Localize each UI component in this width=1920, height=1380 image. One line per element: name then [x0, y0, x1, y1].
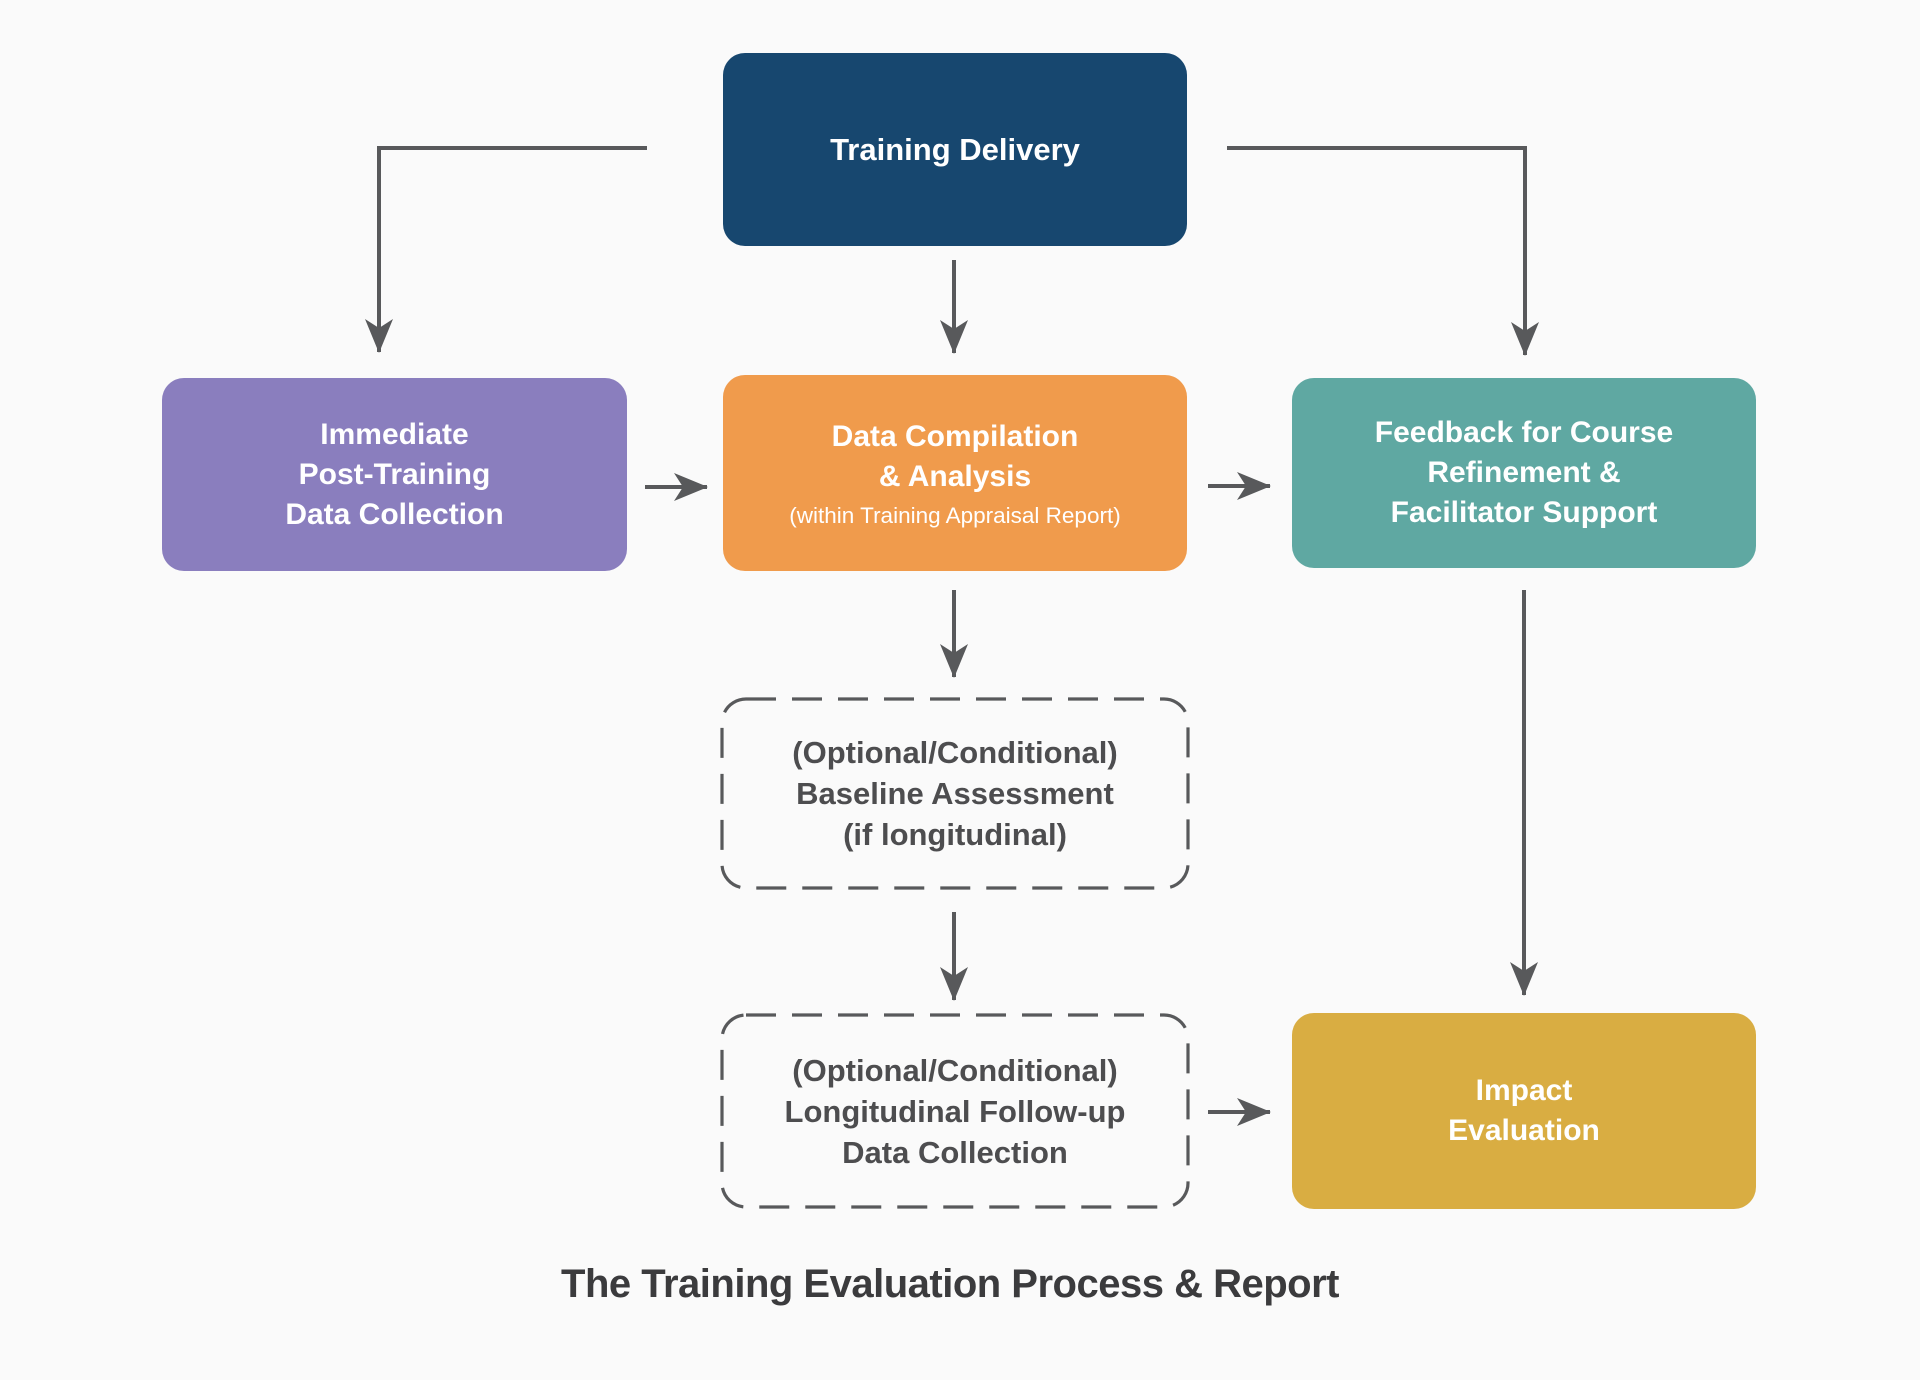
node-label: Data Compilation: [831, 419, 1079, 453]
node-immediate-post-training-data-collection: Immediate Post-Training Data Collection: [162, 378, 627, 571]
node-label: (if longitudinal): [843, 817, 1067, 852]
node-label: Evaluation: [1448, 1114, 1600, 1147]
node-sublabel: (within Training Appraisal Report): [789, 502, 1121, 528]
node-label: Post-Training: [298, 457, 491, 491]
node-label: Immediate: [320, 417, 469, 451]
arrow-training-to-immediate: [365, 146, 647, 353]
node-label: Training Delivery: [830, 131, 1080, 167]
dashed-border: [720, 1013, 1190, 1209]
node-baseline-assessment: (Optional/Conditional) Baseline Assessme…: [720, 697, 1190, 890]
node-label: Refinement &: [1427, 456, 1621, 489]
diagram-title: The Training Evaluation Process & Report: [561, 1262, 1339, 1306]
node-label: Data Collection: [285, 497, 504, 531]
node-label: & Analysis: [878, 459, 1032, 493]
node-label: Feedback for Course: [1374, 416, 1674, 449]
dashed-border: [720, 697, 1190, 890]
node-label: Data Collection: [842, 1134, 1068, 1170]
node-training-delivery: Training Delivery: [723, 53, 1187, 246]
node-label: (Optional/Conditional): [792, 1052, 1118, 1088]
node-label: (Optional/Conditional): [792, 735, 1118, 770]
arrow-training-to-feedback: [1227, 146, 1539, 356]
node-label: Baseline Assessment: [796, 776, 1114, 811]
node-label: Longitudinal Follow-up: [784, 1093, 1126, 1129]
node-data-compilation-analysis: Data Compilation & Analysis (within Trai…: [723, 375, 1187, 571]
node-impact-evaluation: Impact Evaluation: [1292, 1013, 1756, 1209]
node-feedback-for-course-refinement: Feedback for Course Refinement & Facilit…: [1292, 378, 1756, 568]
node-longitudinal-followup: (Optional/Conditional) Longitudinal Foll…: [720, 1013, 1190, 1209]
node-label: Facilitator Support: [1390, 496, 1658, 529]
node-label: Impact: [1475, 1074, 1573, 1107]
